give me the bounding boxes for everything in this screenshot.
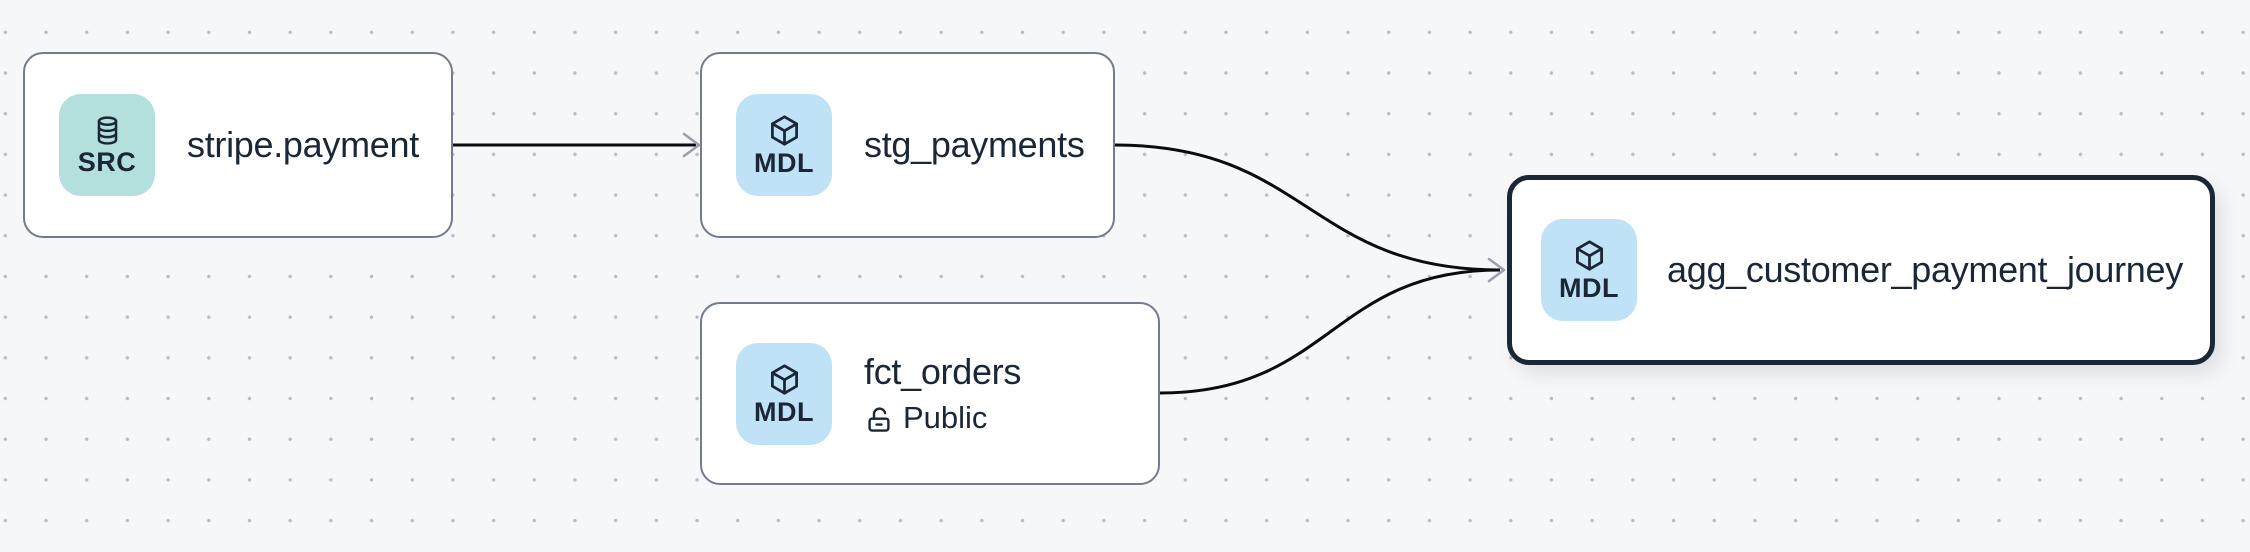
edge-stg-payments-to-agg-customer-payment-journey[interactable] xyxy=(1114,143,1501,272)
badge-label: SRC xyxy=(77,147,137,177)
arrowhead-icon xyxy=(682,132,701,158)
node-agg-customer-payment-journey[interactable]: MDL agg_customer_payment_journey xyxy=(1507,175,2215,365)
node-title: stg_payments xyxy=(864,124,1085,166)
node-fct-orders[interactable]: MDL fct_orders Public xyxy=(700,302,1160,485)
badge-label: MDL xyxy=(1559,273,1619,303)
access-row: Public xyxy=(864,400,1021,436)
node-stg-payments[interactable]: MDL stg_payments xyxy=(700,52,1115,238)
source-badge: SRC xyxy=(59,94,155,196)
model-badge: MDL xyxy=(1541,219,1637,321)
access-label: Public xyxy=(903,399,988,435)
model-badge: MDL xyxy=(736,342,832,445)
lock-open-icon xyxy=(868,407,890,432)
arrowhead-icon xyxy=(1487,257,1506,283)
node-title: fct_orders xyxy=(864,351,1022,393)
node-title: agg_customer_payment_journey xyxy=(1667,249,2183,291)
badge-label: MDL xyxy=(754,148,814,178)
node-title: stripe.payment xyxy=(187,124,419,166)
node-stripe-payment[interactable]: SRC stripe.payment xyxy=(23,52,453,238)
cube-icon xyxy=(1575,240,1603,271)
cube-icon xyxy=(770,115,798,146)
badge-label: MDL xyxy=(754,396,814,427)
cube-icon xyxy=(770,363,798,395)
database-icon xyxy=(97,116,117,145)
model-badge: MDL xyxy=(736,94,832,196)
edge-fct-orders-to-agg-customer-payment-journey[interactable] xyxy=(1159,268,1501,395)
